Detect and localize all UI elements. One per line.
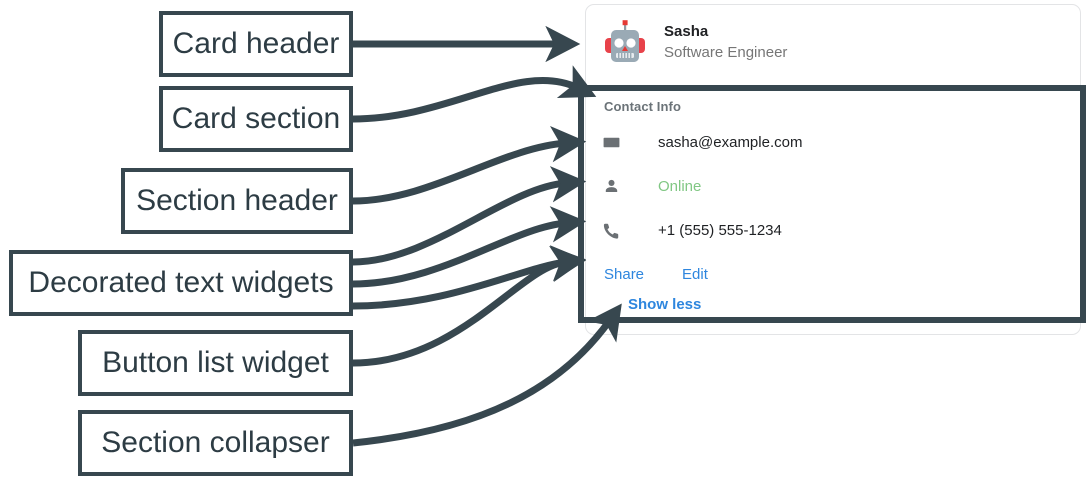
share-button[interactable]: Share (604, 265, 645, 283)
callout-button-list-widget-label: Button list widget (102, 346, 329, 379)
email-icon (602, 133, 624, 152)
profile-card: Sasha Software Engineer Contact Info sas… (585, 4, 1081, 335)
callout-card-header-label: Card header (172, 27, 340, 60)
decorated-text-row-status: Online (602, 176, 1064, 196)
callout-decorated-text-widgets: Decorated text widgets (9, 250, 353, 316)
robot-avatar-icon (602, 19, 648, 65)
phone-icon (602, 221, 624, 240)
callout-card-section-label: Card section (171, 102, 341, 135)
section-collapser: Show less (628, 296, 1064, 316)
callout-section-header: Section header (121, 168, 353, 234)
decorated-text-phone: +1 (555) 555-1234 (658, 221, 782, 239)
arrow-to-decorated-row-1 (352, 166, 587, 266)
arrow-to-button-list (352, 245, 587, 367)
edit-button[interactable]: Edit (682, 265, 708, 283)
callout-decorated-text-widgets-label: Decorated text widgets (28, 266, 334, 299)
callout-card-section: Card section (159, 86, 353, 152)
callout-section-collapser-label: Section collapser (101, 426, 330, 459)
card-header: Sasha Software Engineer (586, 5, 1080, 79)
arrow-to-card-section (352, 65, 597, 123)
card-header-subtitle: Software Engineer (664, 44, 788, 61)
callout-card-header: Card header (159, 11, 353, 77)
arrow-to-section-collapser (352, 303, 622, 447)
arrow-to-decorated-row-2 (352, 206, 587, 288)
card-section-contact-info: Contact Info sasha@example.com Online (586, 79, 1080, 334)
card-header-title: Sasha (664, 23, 709, 40)
callout-section-collapser: Section collapser (78, 410, 353, 476)
card-header-text: Sasha Software Engineer (664, 24, 787, 60)
decorated-text-email: sasha@example.com (658, 133, 803, 151)
person-icon (602, 177, 624, 196)
arrow-to-decorated-row-3 (352, 245, 587, 310)
callout-button-list-widget: Button list widget (78, 330, 353, 396)
decorated-text-row-email: sasha@example.com (602, 132, 1064, 152)
decorated-text-row-phone: +1 (555) 555-1234 (602, 220, 1064, 240)
callout-section-header-label: Section header (136, 184, 338, 217)
button-list-widget: Share Edit (604, 264, 1064, 284)
section-header-title: Contact Info (604, 99, 682, 114)
arrow-to-section-header (352, 125, 587, 205)
show-less-button[interactable]: Show less (628, 296, 702, 313)
decorated-text-status: Online (658, 177, 702, 195)
